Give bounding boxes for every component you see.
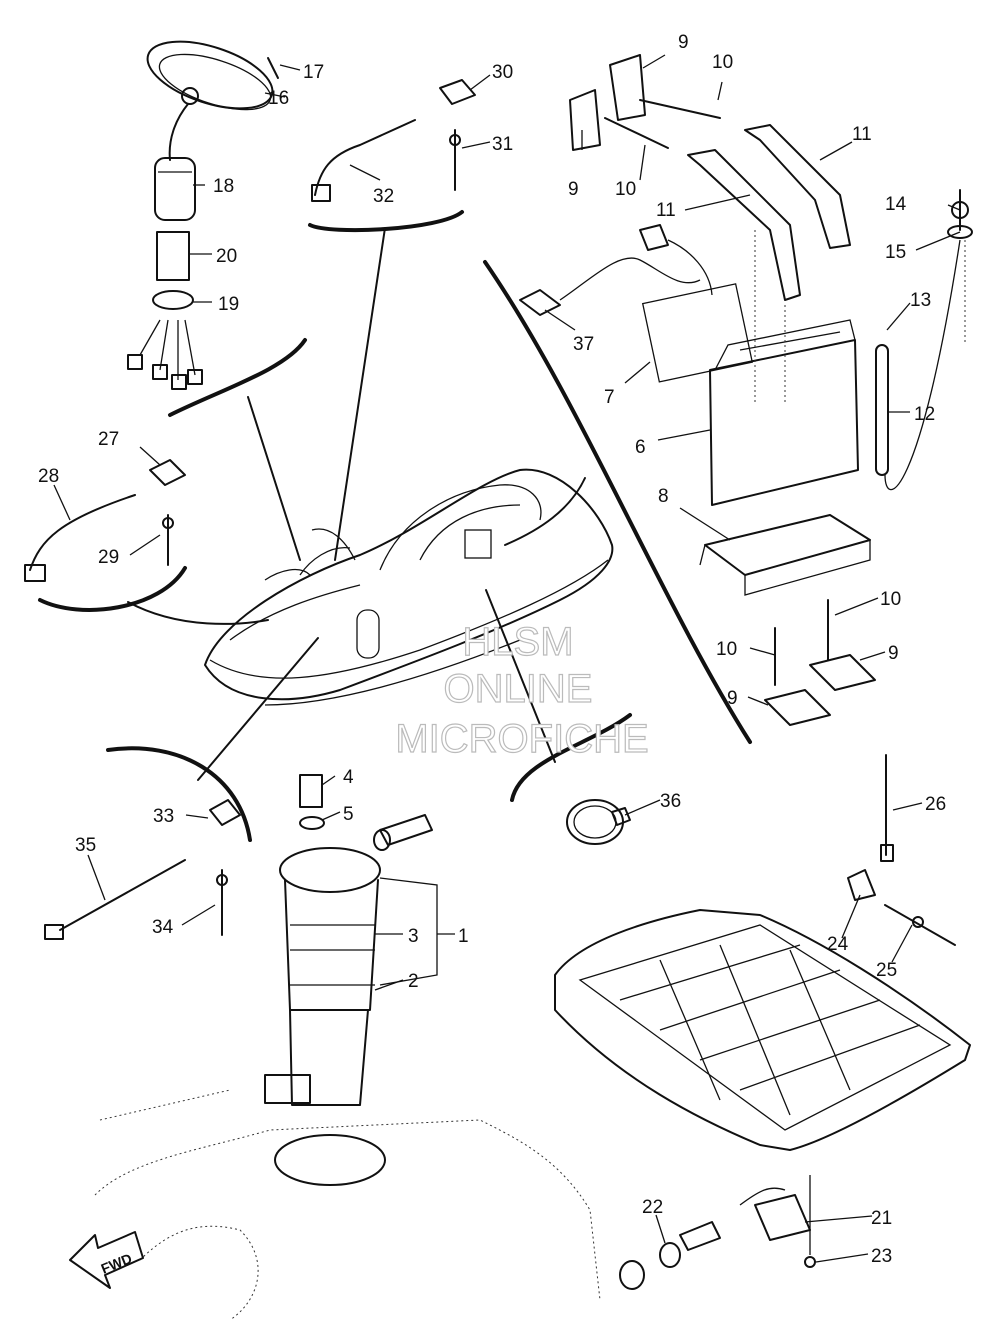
watermark-line-2: ONLINE bbox=[444, 667, 593, 711]
bracket-top-left bbox=[168, 338, 307, 417]
small-parts bbox=[566, 754, 956, 1290]
callout-12: 12 bbox=[914, 404, 935, 425]
callout-13: 13 bbox=[910, 290, 931, 311]
callout-31: 31 bbox=[492, 134, 513, 155]
callout-8: 8 bbox=[658, 486, 669, 507]
bracket-top-center bbox=[308, 210, 464, 233]
callout-17: 17 bbox=[303, 62, 324, 83]
callout-3: 3 bbox=[408, 926, 419, 947]
forward-direction-label: FWD bbox=[99, 1250, 135, 1277]
callout-29: 29 bbox=[98, 547, 119, 568]
callout-7: 7 bbox=[604, 387, 615, 408]
clamp-and-rivet-set bbox=[311, 79, 476, 202]
callout-23: 23 bbox=[871, 1246, 892, 1267]
callout-28: 28 bbox=[38, 466, 59, 487]
callout-14: 14 bbox=[885, 194, 907, 215]
callout-32: 32 bbox=[373, 186, 394, 207]
battery-assembly bbox=[519, 54, 973, 726]
callout-33: 33 bbox=[153, 806, 174, 827]
pointer-line bbox=[247, 396, 301, 561]
clip-clamp-set bbox=[24, 459, 186, 582]
callout-9: 9 bbox=[678, 32, 689, 53]
callout-18: 18 bbox=[213, 176, 234, 197]
callout-20: 20 bbox=[216, 246, 237, 267]
callout-11: 11 bbox=[656, 200, 676, 221]
watermark-line-3: MICROFICHE bbox=[395, 717, 648, 761]
callout-9: 9 bbox=[727, 688, 738, 709]
callout-6: 6 bbox=[635, 437, 646, 458]
callout-36: 36 bbox=[660, 791, 681, 812]
watermark: HLSM ONLINE MICROFICHE bbox=[395, 619, 650, 761]
fuel-tank-outline bbox=[94, 1089, 601, 1321]
leader-lines bbox=[53, 54, 961, 1263]
callout-22: 22 bbox=[642, 1197, 663, 1218]
bracket-right bbox=[483, 260, 752, 744]
callout-9: 9 bbox=[888, 643, 899, 664]
bracket-bottom-left bbox=[106, 746, 252, 842]
callout-16: 16 bbox=[268, 88, 289, 109]
fuel-cap-assembly bbox=[127, 40, 279, 390]
callout-10: 10 bbox=[716, 639, 737, 660]
watermark-line-1: HLSM bbox=[462, 620, 573, 664]
callout-1: 1 bbox=[458, 926, 469, 947]
callout-24: 24 bbox=[827, 934, 849, 955]
hull-frame-cover bbox=[554, 909, 971, 1151]
callout-34: 34 bbox=[152, 917, 174, 938]
callout-4: 4 bbox=[343, 767, 354, 788]
pointer-line bbox=[127, 601, 269, 625]
bracket-left bbox=[38, 566, 187, 612]
callout-2: 2 bbox=[408, 971, 419, 992]
callout-27: 27 bbox=[98, 429, 119, 450]
callout-21: 21 bbox=[871, 1208, 892, 1229]
forward-direction-arrow-icon: FWD bbox=[69, 1231, 144, 1289]
pointer-line bbox=[197, 637, 319, 781]
watercraft-illustration bbox=[204, 468, 614, 706]
callout-10: 10 bbox=[712, 52, 733, 73]
pointer-line bbox=[504, 477, 586, 546]
callout-19: 19 bbox=[218, 294, 239, 315]
callout-10: 10 bbox=[880, 589, 901, 610]
callout-15: 15 bbox=[885, 242, 906, 263]
callout-9: 9 bbox=[568, 179, 579, 200]
callout-10: 10 bbox=[615, 179, 636, 200]
callout-35: 35 bbox=[75, 835, 96, 856]
callout-26: 26 bbox=[925, 794, 946, 815]
bracket-bottom-center bbox=[510, 713, 632, 802]
callout-11: 11 bbox=[852, 124, 872, 145]
callout-25: 25 bbox=[876, 960, 897, 981]
callout-numbers: 17 16 18 20 19 30 31 32 9 10 9 10 11 11 … bbox=[38, 32, 946, 1267]
fuel-pump-assembly bbox=[44, 774, 433, 1106]
callout-37: 37 bbox=[573, 334, 594, 355]
callout-5: 5 bbox=[343, 804, 354, 825]
pointer-line bbox=[334, 227, 386, 561]
callout-30: 30 bbox=[492, 62, 513, 83]
